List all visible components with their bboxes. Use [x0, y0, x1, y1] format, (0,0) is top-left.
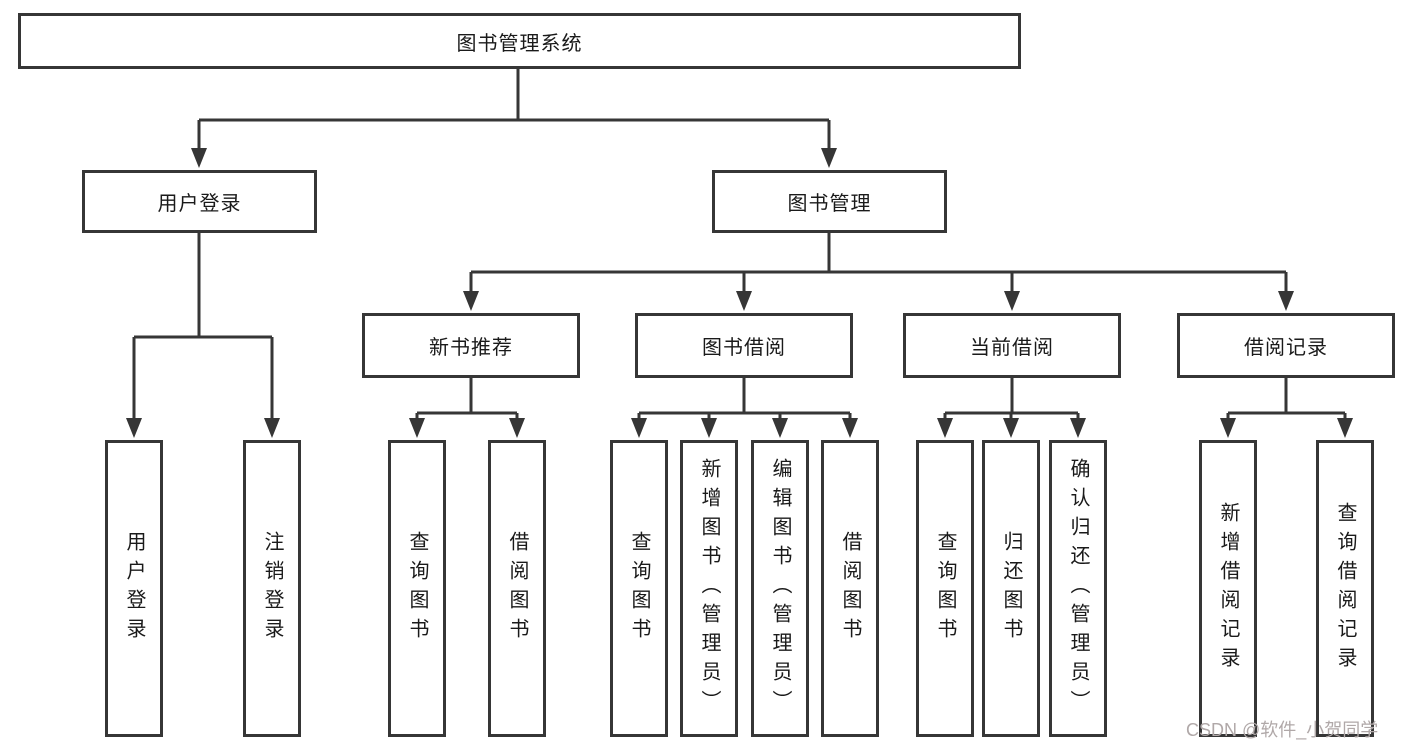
node-label: 当前借阅: [970, 337, 1054, 359]
leaf-add-book-admin: 新增图书（管理员）: [680, 440, 738, 737]
connector-book-borrow-branch: [631, 378, 858, 438]
node-label: 新书推荐: [429, 337, 513, 359]
node-label: 图书管理系统: [456, 32, 583, 55]
node-label: 查询借阅记录: [1334, 501, 1356, 676]
connector-user-login-branch: [126, 233, 280, 438]
leaf-query-books-current: 查询图书: [916, 440, 974, 737]
leaf-logout: 注销登录: [243, 440, 301, 737]
connector-current-borrow-branch: [937, 378, 1086, 438]
node-label: 查询图书: [406, 530, 428, 647]
node-label: 新增图书（管理员）: [698, 458, 720, 719]
node-borrow-records: 借阅记录: [1177, 313, 1395, 378]
node-label: 用户登录: [157, 193, 242, 215]
node-label: 用户登录: [123, 530, 145, 647]
csdn-watermark: CSDN @软件_小贺同学: [1186, 720, 1379, 740]
node-label: 借阅记录: [1244, 337, 1328, 359]
leaf-borrow-books-recommend: 借阅图书: [488, 440, 546, 737]
node-label: 图书借阅: [702, 337, 786, 359]
node-label: 查询图书: [934, 530, 956, 647]
connector-book-management-to-level3: [463, 233, 1294, 311]
leaf-query-books-borrow: 查询图书: [610, 440, 668, 737]
node-book-borrow: 图书借阅: [635, 313, 853, 378]
node-label: 图书管理: [787, 193, 872, 215]
leaf-query-books-recommend: 查询图书: [388, 440, 446, 737]
node-label: 注销登录: [261, 530, 283, 647]
connector-new-book-branch: [409, 378, 525, 438]
node-current-borrow: 当前借阅: [903, 313, 1121, 378]
connector-borrow-records-branch: [1220, 378, 1353, 438]
node-new-book-recommend: 新书推荐: [362, 313, 580, 378]
node-label: 查询图书: [628, 530, 650, 647]
node-label: 归还图书: [1000, 530, 1022, 647]
leaf-return-book: 归还图书: [982, 440, 1040, 737]
node-label: 借阅图书: [506, 530, 528, 647]
node-label: 借阅图书: [839, 530, 861, 647]
node-root-library-system: 图书管理系统: [18, 13, 1021, 69]
leaf-add-borrow-record: 新增借阅记录: [1199, 440, 1257, 737]
connector-root-to-level2: [191, 69, 837, 168]
leaf-confirm-return-admin: 确认归还（管理员）: [1049, 440, 1107, 737]
node-label: 确认归还（管理员）: [1067, 458, 1089, 719]
leaf-query-borrow-record: 查询借阅记录: [1316, 440, 1374, 737]
leaf-user-login: 用户登录: [105, 440, 163, 737]
leaf-borrow-books: 借阅图书: [821, 440, 879, 737]
node-label: 新增借阅记录: [1217, 501, 1239, 676]
node-user-login: 用户登录: [82, 170, 317, 233]
node-book-management: 图书管理: [712, 170, 947, 233]
node-label: 编辑图书（管理员）: [769, 458, 791, 719]
leaf-edit-book-admin: 编辑图书（管理员）: [751, 440, 809, 737]
